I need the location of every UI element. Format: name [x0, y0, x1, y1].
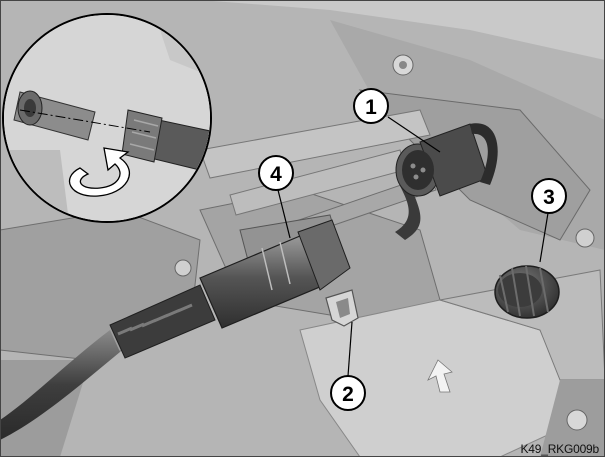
callout-4: 4	[258, 155, 294, 191]
callout-2-number: 2	[342, 383, 354, 406]
callout-3-number: 3	[543, 186, 555, 209]
inset-detail	[2, 13, 212, 223]
callout-2: 2	[330, 375, 366, 411]
leader-lines	[277, 116, 549, 377]
plug-with-cable	[0, 219, 351, 440]
callout-1-number: 1	[365, 96, 377, 119]
callout-3: 3	[531, 178, 567, 214]
callout-4-number: 4	[270, 163, 282, 186]
callout-1: 1	[353, 88, 389, 124]
socket	[395, 123, 498, 240]
figure-id-label: K49_RKG009b	[520, 442, 599, 456]
protective-cap	[494, 265, 560, 319]
rotate-connect-arrow-icon	[68, 147, 131, 197]
